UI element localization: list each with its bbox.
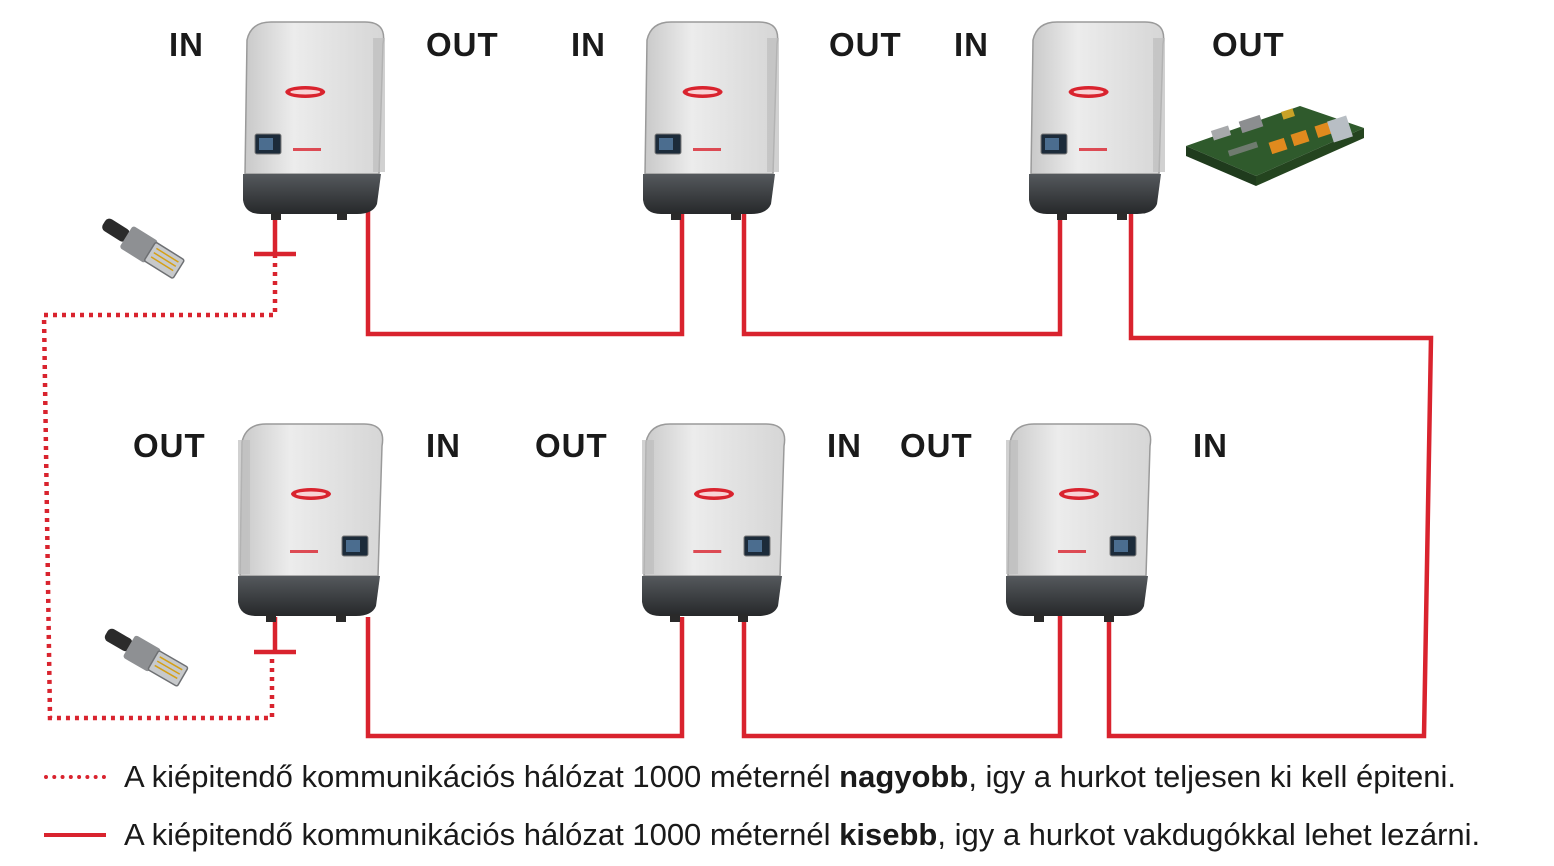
port-label-in: IN [571, 26, 606, 63]
inverter-foot [266, 614, 276, 622]
dotted-cable [41, 254, 278, 721]
legend-item-solid: A kiépitendő kommunikációs hálózat 1000 … [44, 815, 1480, 855]
inverter-foot [271, 212, 281, 220]
inverters [238, 21, 1165, 622]
brand-logo-mark [290, 89, 321, 95]
solid-cable [365, 210, 685, 337]
legend-text: A kiépitendő kommunikációs hálózat 1000 … [124, 817, 1480, 853]
legend-text-end: , igy a hurkot teljesen ki kell épiteni. [968, 759, 1456, 794]
inverter-foot [738, 614, 748, 622]
inverter-base [643, 174, 775, 214]
inverter-display-screen [259, 138, 273, 150]
port-label-out: OUT [426, 26, 499, 63]
inverter-side [1006, 440, 1018, 574]
inverter-foot [671, 212, 681, 220]
inverter-icon [1006, 423, 1152, 622]
port-label-in: IN [1193, 427, 1228, 464]
cables [41, 210, 1434, 739]
termination-plug-icon [254, 617, 296, 655]
port-label-out: OUT [133, 427, 206, 464]
dotted-line-swatch [44, 775, 106, 779]
inverter-icon [238, 423, 384, 622]
inverter-display-screen [1114, 540, 1128, 552]
inverter-display-screen [1045, 138, 1059, 150]
legend-text-end: , igy a hurkot vakdugókkal lehet lezárni… [937, 817, 1481, 852]
inverter-icon [642, 423, 786, 622]
inverter-type-label [1058, 550, 1086, 553]
inverter-side [642, 440, 654, 574]
port-label-out: OUT [829, 26, 902, 63]
port-label-in: IN [169, 26, 204, 63]
inverter-foot [731, 212, 741, 220]
brand-logo-mark [687, 89, 718, 95]
inverter-icon [1029, 21, 1165, 220]
inverter-side [767, 38, 779, 172]
rj45-plug-icon [104, 628, 189, 687]
brand-logo-mark [1064, 491, 1094, 497]
inverter-foot [336, 614, 346, 622]
inverter-side [373, 38, 385, 172]
port-label-out: OUT [900, 427, 973, 464]
inverter-foot [1057, 212, 1067, 220]
port-label-in: IN [827, 427, 862, 464]
inverter-foot [337, 212, 347, 220]
legend-text-start: A kiépitendő kommunikációs hálózat 1000 … [124, 759, 840, 794]
rj45-plug-icon [102, 218, 185, 279]
brand-logo-mark [699, 491, 729, 497]
brand-logo-mark [1073, 89, 1104, 95]
inverter-display-screen [659, 138, 673, 150]
inverter-foot [670, 614, 680, 622]
inverter-type-label [1079, 148, 1107, 151]
inverter-base [238, 576, 380, 616]
inverter-base [642, 576, 782, 616]
inverter-foot [1104, 614, 1114, 622]
solid-cable [741, 210, 1063, 337]
legend-text-bold: kisebb [839, 817, 938, 852]
legend-item-dotted: A kiépitendő kommunikációs hálózat 1000 … [44, 757, 1456, 797]
port-label-out: OUT [1212, 26, 1285, 63]
inverter-base [1006, 576, 1148, 616]
legend-text-bold: nagyobb [839, 759, 969, 794]
inverter-type-label [693, 148, 721, 151]
inverter-base [243, 174, 381, 214]
port-label-in: IN [954, 26, 989, 63]
legend-text: A kiépitendő kommunikációs hálózat 1000 … [124, 759, 1456, 795]
inverter-display-screen [748, 540, 762, 552]
brand-logo-mark [296, 491, 326, 497]
port-label-in: IN [426, 427, 461, 464]
inverter-base [1029, 174, 1161, 214]
inverter-type-label [293, 148, 321, 151]
port-label-out: OUT [535, 427, 608, 464]
inverter-display-screen [346, 540, 360, 552]
solid-cable [741, 612, 1063, 739]
inverter-type-label [290, 550, 318, 553]
solid-cable [365, 617, 685, 739]
datamanager-card-icon [1186, 106, 1364, 186]
inverter-side [238, 440, 250, 574]
inverter-icon [243, 21, 385, 220]
solid-cable [1106, 210, 1434, 739]
legend-text-start: A kiépitendő kommunikációs hálózat 1000 … [124, 817, 840, 852]
inverter-foot [1117, 212, 1127, 220]
inverter-icon [643, 21, 779, 220]
inverter-foot [1034, 614, 1044, 622]
inverter-type-label [693, 550, 722, 553]
inverter-side [1153, 38, 1165, 172]
solid-line-swatch [44, 833, 106, 837]
